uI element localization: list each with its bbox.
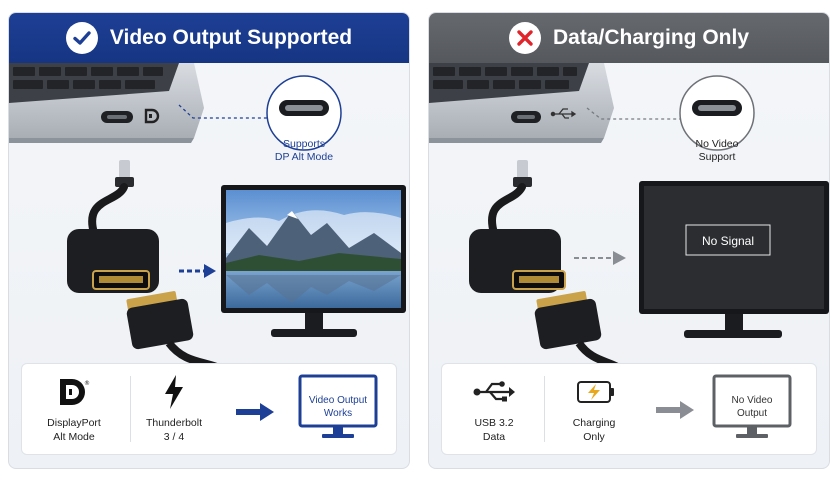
panel-header: Data/Charging Only <box>429 13 829 63</box>
laptop <box>9 63 204 143</box>
feature-footer: USB 3.2 Data Charging Only No Video Outp… <box>441 363 817 455</box>
divider <box>544 376 545 442</box>
divider <box>130 376 131 442</box>
result-label: Video Output Works <box>300 394 376 420</box>
hdmi-cable <box>534 291 619 363</box>
adapter-cable <box>88 160 134 237</box>
feature-label-line-1: DisplayPort <box>47 417 101 429</box>
adapter-cable <box>488 160 532 237</box>
monitor-icon <box>712 374 792 438</box>
arrow-icon <box>574 251 626 265</box>
usb-icon <box>550 108 577 119</box>
port-callout <box>679 75 755 151</box>
monitor <box>221 185 406 337</box>
callout-line-2: Support <box>698 151 736 163</box>
x-icon <box>508 22 541 54</box>
feature-footer: ® DisplayPort Alt Mode Thunderbolt 3 / 4… <box>21 363 397 455</box>
feature-usb-label: USB 3.2 Data <box>454 416 534 444</box>
feature-label-line-2: 3 / 4 <box>163 431 185 443</box>
feature-label-line-1: Charging <box>572 417 616 429</box>
result-label: No Video Output <box>714 394 790 420</box>
port-callout <box>266 75 342 151</box>
monitor-icon <box>298 374 378 438</box>
feature-label-line-2: Alt Mode <box>53 431 95 443</box>
no-signal-message: No Signal <box>701 234 755 248</box>
battery-charging-icon <box>577 381 614 403</box>
result-line-1: Video Output <box>308 395 368 406</box>
displayport-logo-icon: ® <box>60 379 90 405</box>
panel-title: Video Output Supported <box>109 26 353 49</box>
callout-line-2: DP Alt Mode <box>274 151 334 163</box>
arrow-icon <box>236 403 274 421</box>
panel-header: Video Output Supported <box>9 13 409 63</box>
feature-label-line-1: USB 3.2 <box>474 417 514 429</box>
panel-title: Data/Charging Only <box>552 26 750 49</box>
feature-label-line-2: Only <box>583 431 605 443</box>
hdmi-adapter <box>469 229 566 293</box>
feature-charging-label: Charging Only <box>554 416 634 444</box>
svg-text:®: ® <box>84 380 90 387</box>
feature-displayport-label: DisplayPort Alt Mode <box>34 416 114 444</box>
thunderbolt-icon <box>165 375 183 409</box>
hdmi-adapter <box>67 229 159 293</box>
check-icon <box>65 22 98 54</box>
feature-label-line-2: Data <box>482 431 506 443</box>
scene: No Video Support No Signal <box>429 63 829 363</box>
arrow-icon <box>656 401 694 419</box>
callout-text: Supports DP Alt Mode <box>244 138 364 164</box>
monitor <box>639 181 829 338</box>
hdmi-cable <box>126 291 218 363</box>
usb-icon <box>473 381 515 402</box>
result-line-2: Output <box>736 408 768 419</box>
feature-label-line-1: Thunderbolt <box>145 417 203 429</box>
callout-line-1: No Video <box>695 138 739 150</box>
displayport-icon <box>144 108 160 124</box>
arrow-icon <box>179 264 216 278</box>
panel-data-charging-only: Data/Charging Only <box>428 12 830 469</box>
callout-line-1: Supports <box>282 138 326 150</box>
feature-thunderbolt-label: Thunderbolt 3 / 4 <box>134 416 214 444</box>
result-line-2: Works <box>323 408 353 419</box>
panel-video-supported: Video Output Supported <box>8 12 410 469</box>
laptop <box>429 63 614 143</box>
result-line-1: No Video <box>731 395 773 406</box>
scene: Supports DP Alt Mode <box>9 63 409 363</box>
callout-text: No Video Support <box>657 138 777 164</box>
